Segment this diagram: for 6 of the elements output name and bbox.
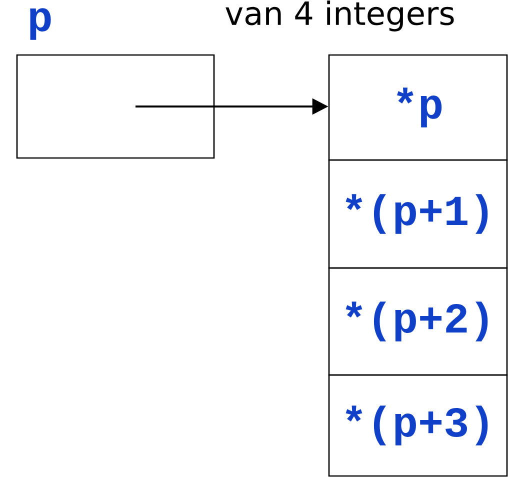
variable-name: p <box>30 8 51 40</box>
array-cell: *p <box>328 54 508 161</box>
array-cell: *(p+3) <box>328 374 508 477</box>
array-cell: *(p+2) <box>328 267 508 376</box>
array-cell: *(p+1) <box>328 159 508 269</box>
heading-text: van 4 integers <box>226 0 454 32</box>
